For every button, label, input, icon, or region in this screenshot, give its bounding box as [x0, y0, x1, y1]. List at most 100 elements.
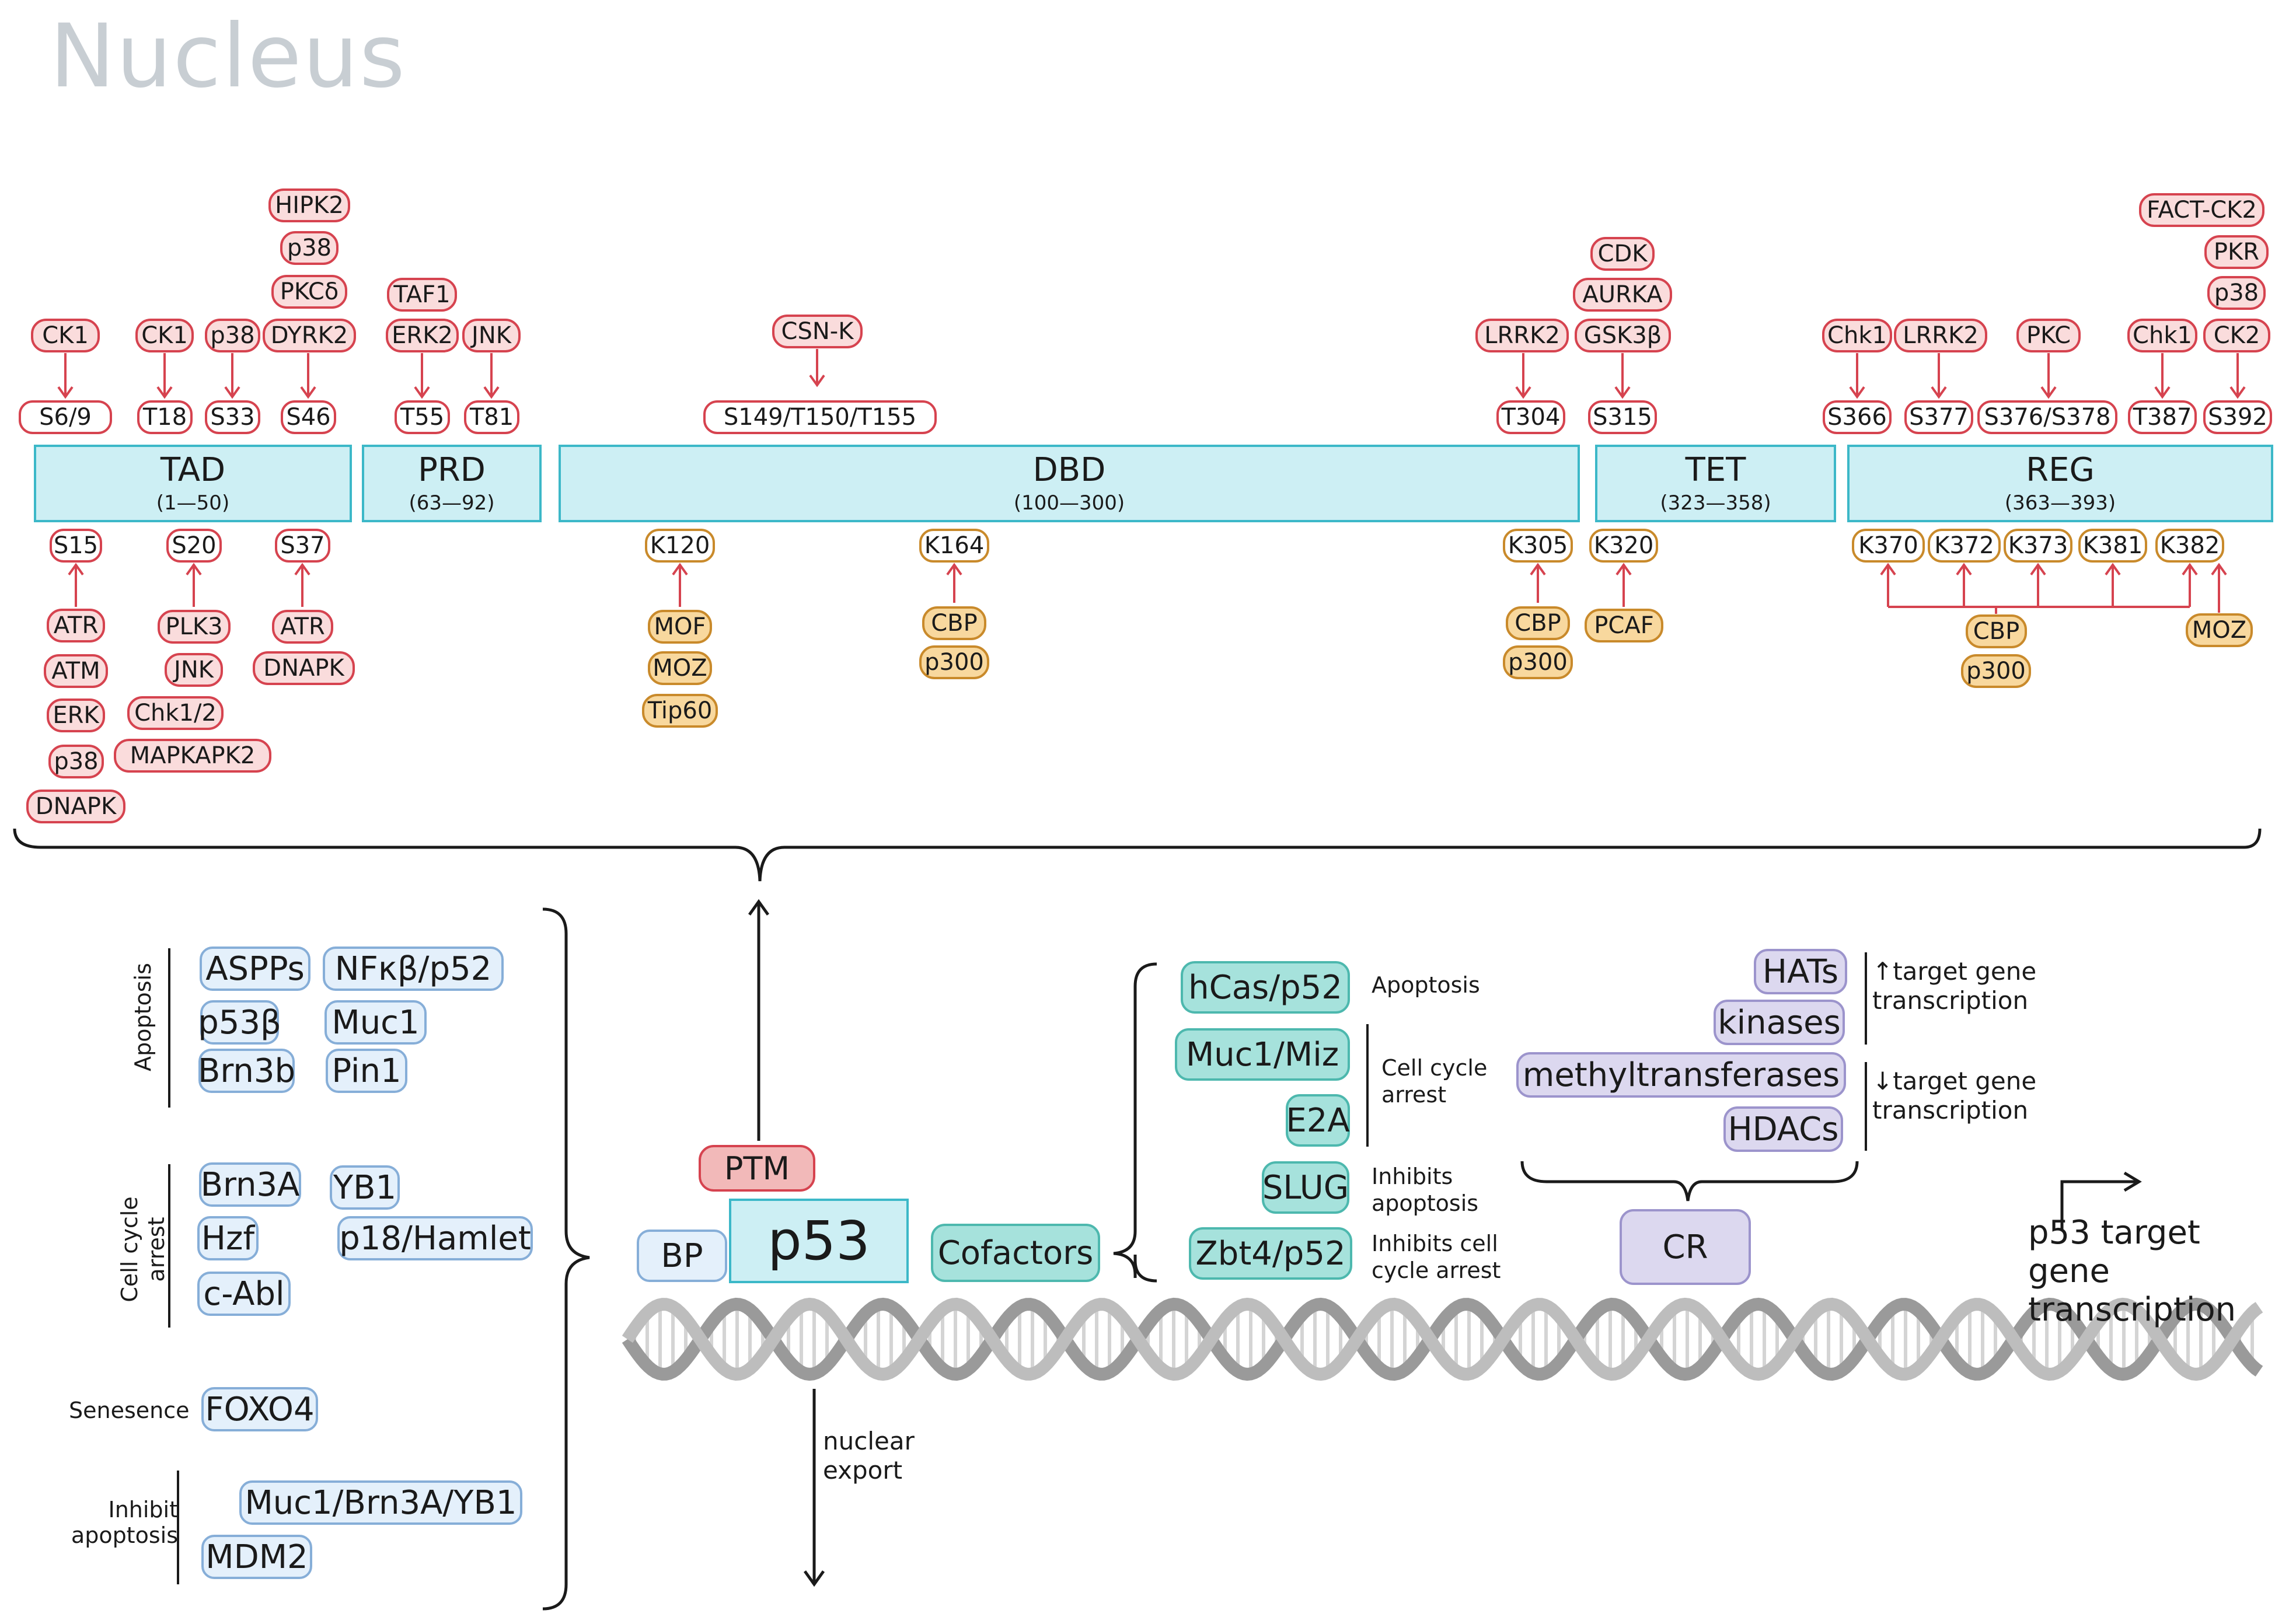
phospho-arrow-7-head: [1515, 386, 1531, 399]
kinase: ATR: [272, 610, 333, 644]
cofactor: Zbt4/p52: [1189, 1227, 1352, 1280]
cofactor-function: Apoptosis: [1372, 972, 1480, 998]
reg-acetyl-arrow-0-head: [1880, 563, 1896, 575]
domain-name: DBD: [1032, 450, 1106, 489]
nucleus-title: Nucleus: [50, 6, 406, 107]
phospho-site: S376/S378: [1977, 400, 2117, 434]
acetyltransferase: p300: [919, 645, 989, 679]
acetyl-arrow-1-head: [946, 563, 962, 575]
acetyltransferase: Tip60: [642, 694, 718, 728]
acetyl-site: K320: [1589, 529, 1658, 563]
kinase: p38: [2207, 276, 2266, 310]
dna-strand-2: [622, 1297, 2263, 1381]
target-transcription-label: p53 target gene transcription: [2028, 1214, 2236, 1329]
acetyl-site: K164: [919, 529, 989, 563]
acetyltransferase: CBP: [922, 606, 986, 640]
phospho-site: S15: [50, 529, 102, 563]
acetyltransferase: CBP: [1506, 606, 1570, 640]
group-label-senescence: Senesence: [69, 1398, 190, 1423]
phospho-up-arrow-0-head: [68, 563, 84, 575]
down-regulation-label: ↓target gene transcription: [1872, 1067, 2037, 1124]
reg-acetyl-arrow-1-head: [1956, 563, 1972, 575]
acetyl-arrow-2-head: [1530, 563, 1546, 575]
kinase: AURKA: [1573, 278, 1672, 312]
nuclear-export-label: nuclear export: [823, 1427, 915, 1485]
kinase: Chk1: [1822, 319, 1892, 352]
phospho-arrow-1-head: [156, 386, 173, 399]
ptm-box: PTM: [699, 1145, 815, 1192]
kinase: p38: [48, 745, 104, 778]
ptm-up-arrow-head: [748, 899, 770, 916]
kinase: DNAPK: [26, 790, 125, 823]
acetyl-site: K382: [2155, 529, 2224, 563]
kinase: PKR: [2204, 235, 2269, 269]
kinase: LRRK2: [1475, 319, 1569, 352]
phospho-site: T18: [137, 400, 193, 434]
kinase: p38: [280, 231, 339, 265]
nuclear-export-arrow-head: [803, 1570, 825, 1587]
cofactor-function: Cell cycle arrest: [1381, 1055, 1488, 1108]
domain-name: REG: [2026, 450, 2095, 489]
domain-dbd: DBD(100—300): [559, 445, 1580, 522]
group-label-cell-cycle: Cell cycle arrest: [117, 1196, 169, 1302]
acetyl-site: K120: [645, 529, 715, 563]
phospho-site: T304: [1496, 400, 1565, 434]
kinase: JNK: [462, 319, 521, 352]
bp-bracket: [542, 907, 590, 1611]
domain-range: (100—300): [1013, 491, 1125, 515]
phospho-site: S149/T150/T155: [703, 400, 937, 434]
dna-strand-1: [622, 1297, 2263, 1381]
phospho-site: S37: [275, 529, 330, 563]
kinase: ATM: [44, 654, 108, 688]
phospho-arrow-11-head: [2040, 386, 2057, 399]
phospho-arrow-12-head: [2154, 386, 2171, 399]
cofactor-bracket: [1113, 962, 1157, 1278]
domain-name: TET: [1685, 450, 1746, 489]
kinase: PLK3: [158, 610, 231, 644]
acetyltransferase: MOF: [648, 610, 712, 644]
phospho-site: S392: [2203, 400, 2272, 434]
acetyl-arrow-3-head: [1615, 563, 1632, 575]
phospho-site: T81: [464, 400, 519, 434]
reg-acetyl-arrow-2-head: [2030, 563, 2046, 575]
acetyl-arrow-0-head: [672, 563, 688, 575]
coregulator: methyltransferases: [1516, 1052, 1846, 1098]
kinase: Chk1: [2127, 319, 2197, 352]
phospho-arrow-8-head: [1614, 386, 1631, 399]
domain-name: PRD: [418, 450, 486, 489]
coregulator: HDACs: [1723, 1106, 1843, 1152]
domain-curly-brace: [13, 828, 2262, 882]
cr-bracket: [1520, 1161, 1859, 1202]
phospho-site: S20: [166, 529, 222, 563]
domain-tet: TET(323—358): [1595, 445, 1836, 522]
phospho-arrow-9-head: [1849, 386, 1865, 399]
kinase: ERK: [47, 699, 105, 732]
cofactor-function: Inhibits apoptosis: [1372, 1164, 1479, 1216]
domain-range: (323—358): [1660, 491, 1771, 515]
kinase: TAF1: [387, 278, 457, 312]
cofactor: E2A: [1286, 1094, 1350, 1147]
kinase: DNAPK: [253, 651, 355, 685]
domain-range: (363—393): [2004, 491, 2116, 515]
p53-box: p53: [729, 1199, 909, 1283]
binding-protein: Muc1/Brn3A/YB1: [239, 1480, 522, 1525]
coregulator: kinases: [1714, 1000, 1845, 1045]
binding-protein: c-Abl: [197, 1272, 291, 1316]
kinase: GSK3β: [1575, 319, 1671, 352]
kinase: HIPK2: [268, 188, 350, 222]
acetyltransferase: MOZ: [648, 651, 712, 685]
binding-protein: NFκβ/p52: [323, 947, 504, 991]
phospho-arrow-0-head: [57, 386, 74, 399]
coregulator: HATs: [1754, 949, 1847, 994]
binding-protein: p18/Hamlet: [337, 1216, 533, 1260]
phospho-site: S46: [281, 400, 336, 434]
domain-range: (63—92): [409, 491, 495, 515]
phospho-up-arrow-1-head: [186, 563, 202, 575]
target-arrow-head: [2123, 1171, 2142, 1192]
kinase: ATR: [47, 609, 105, 642]
kinase: CK2: [2203, 319, 2270, 352]
binding-protein: Pin1: [326, 1049, 407, 1093]
acetyl-site: K373: [2004, 529, 2072, 563]
